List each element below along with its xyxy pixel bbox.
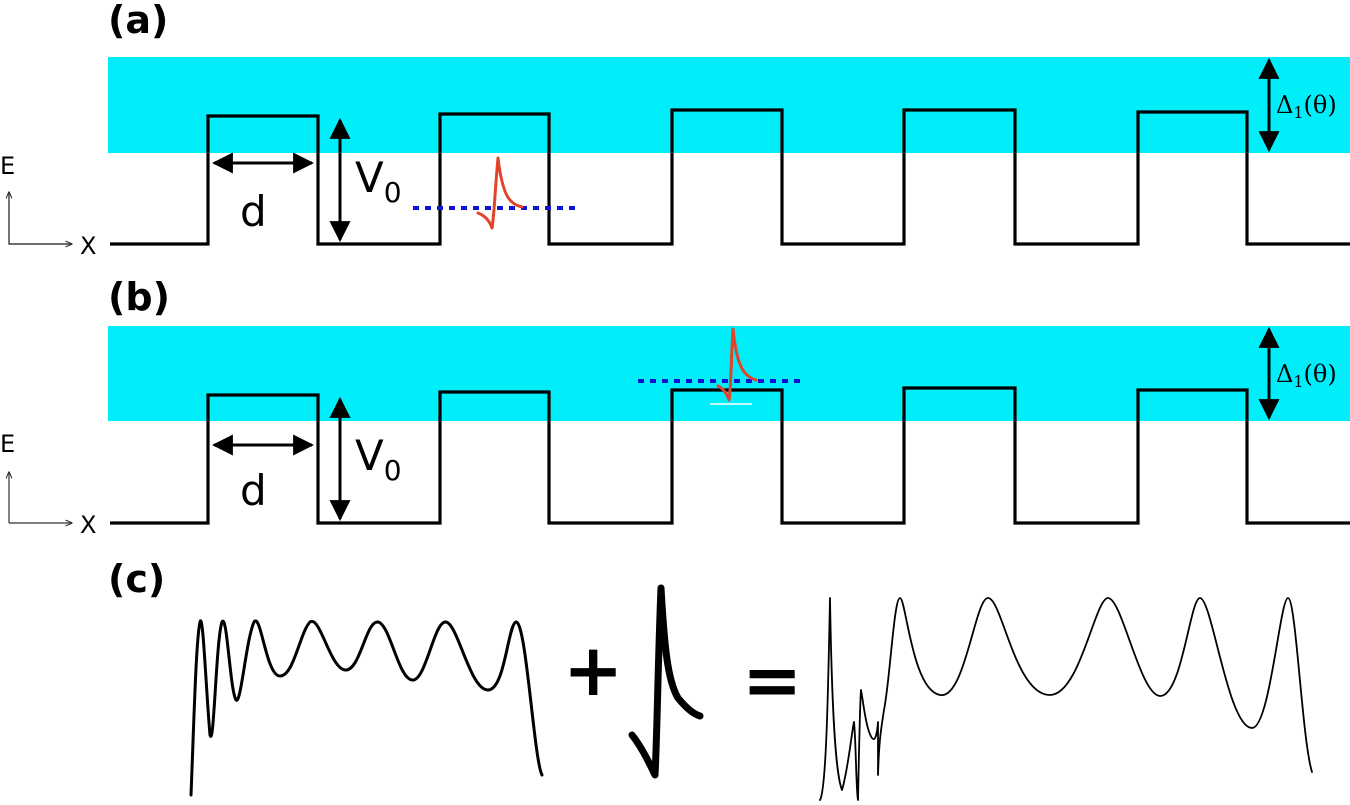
panel-c-label: (c) bbox=[108, 557, 165, 601]
panel-a-position-label: X bbox=[80, 232, 96, 260]
panel-b: (b) E X d V0 Δ1(θ) bbox=[0, 275, 1350, 539]
panel-a-energy-band bbox=[108, 57, 1350, 153]
panel-b-position-label: X bbox=[80, 511, 96, 539]
panel-b-resonance-curve bbox=[716, 327, 758, 402]
transmission-spectrum-left bbox=[189, 619, 544, 797]
panel-a-width-label: d bbox=[240, 187, 267, 236]
panel-a-energy-label: E bbox=[0, 152, 15, 180]
panel-c: (c) + = bbox=[108, 557, 1313, 801]
panel-b-gap-label: Δ1(θ) bbox=[1276, 360, 1337, 391]
panel-a: (a) E X d V0 Δ1(θ) bbox=[0, 0, 1350, 260]
panel-a-resonance-curve bbox=[476, 156, 524, 230]
panel-b-energy-band bbox=[108, 326, 1350, 421]
panel-a-gap-label: Δ1(θ) bbox=[1276, 91, 1337, 122]
equals-operator: = bbox=[742, 638, 802, 722]
plus-operator: + bbox=[563, 628, 623, 712]
panel-a-height-label: V0 bbox=[355, 153, 402, 209]
panel-a-label: (a) bbox=[108, 0, 168, 42]
panel-b-axes-glyph: E X bbox=[0, 430, 96, 539]
panel-b-well-potential bbox=[110, 386, 1350, 525]
panel-b-label: (b) bbox=[108, 275, 170, 319]
panel-a-axes-glyph: E X bbox=[0, 152, 96, 260]
panel-a-well-potential bbox=[110, 108, 1350, 246]
panel-b-width-label: d bbox=[240, 466, 267, 515]
panel-a-axis-lines bbox=[8, 193, 70, 245]
panel-b-energy-label: E bbox=[0, 430, 15, 458]
panel-b-height-label: V0 bbox=[355, 431, 402, 487]
transmission-spectrum-combined bbox=[819, 597, 1313, 801]
resonance-spectrum bbox=[628, 584, 704, 779]
